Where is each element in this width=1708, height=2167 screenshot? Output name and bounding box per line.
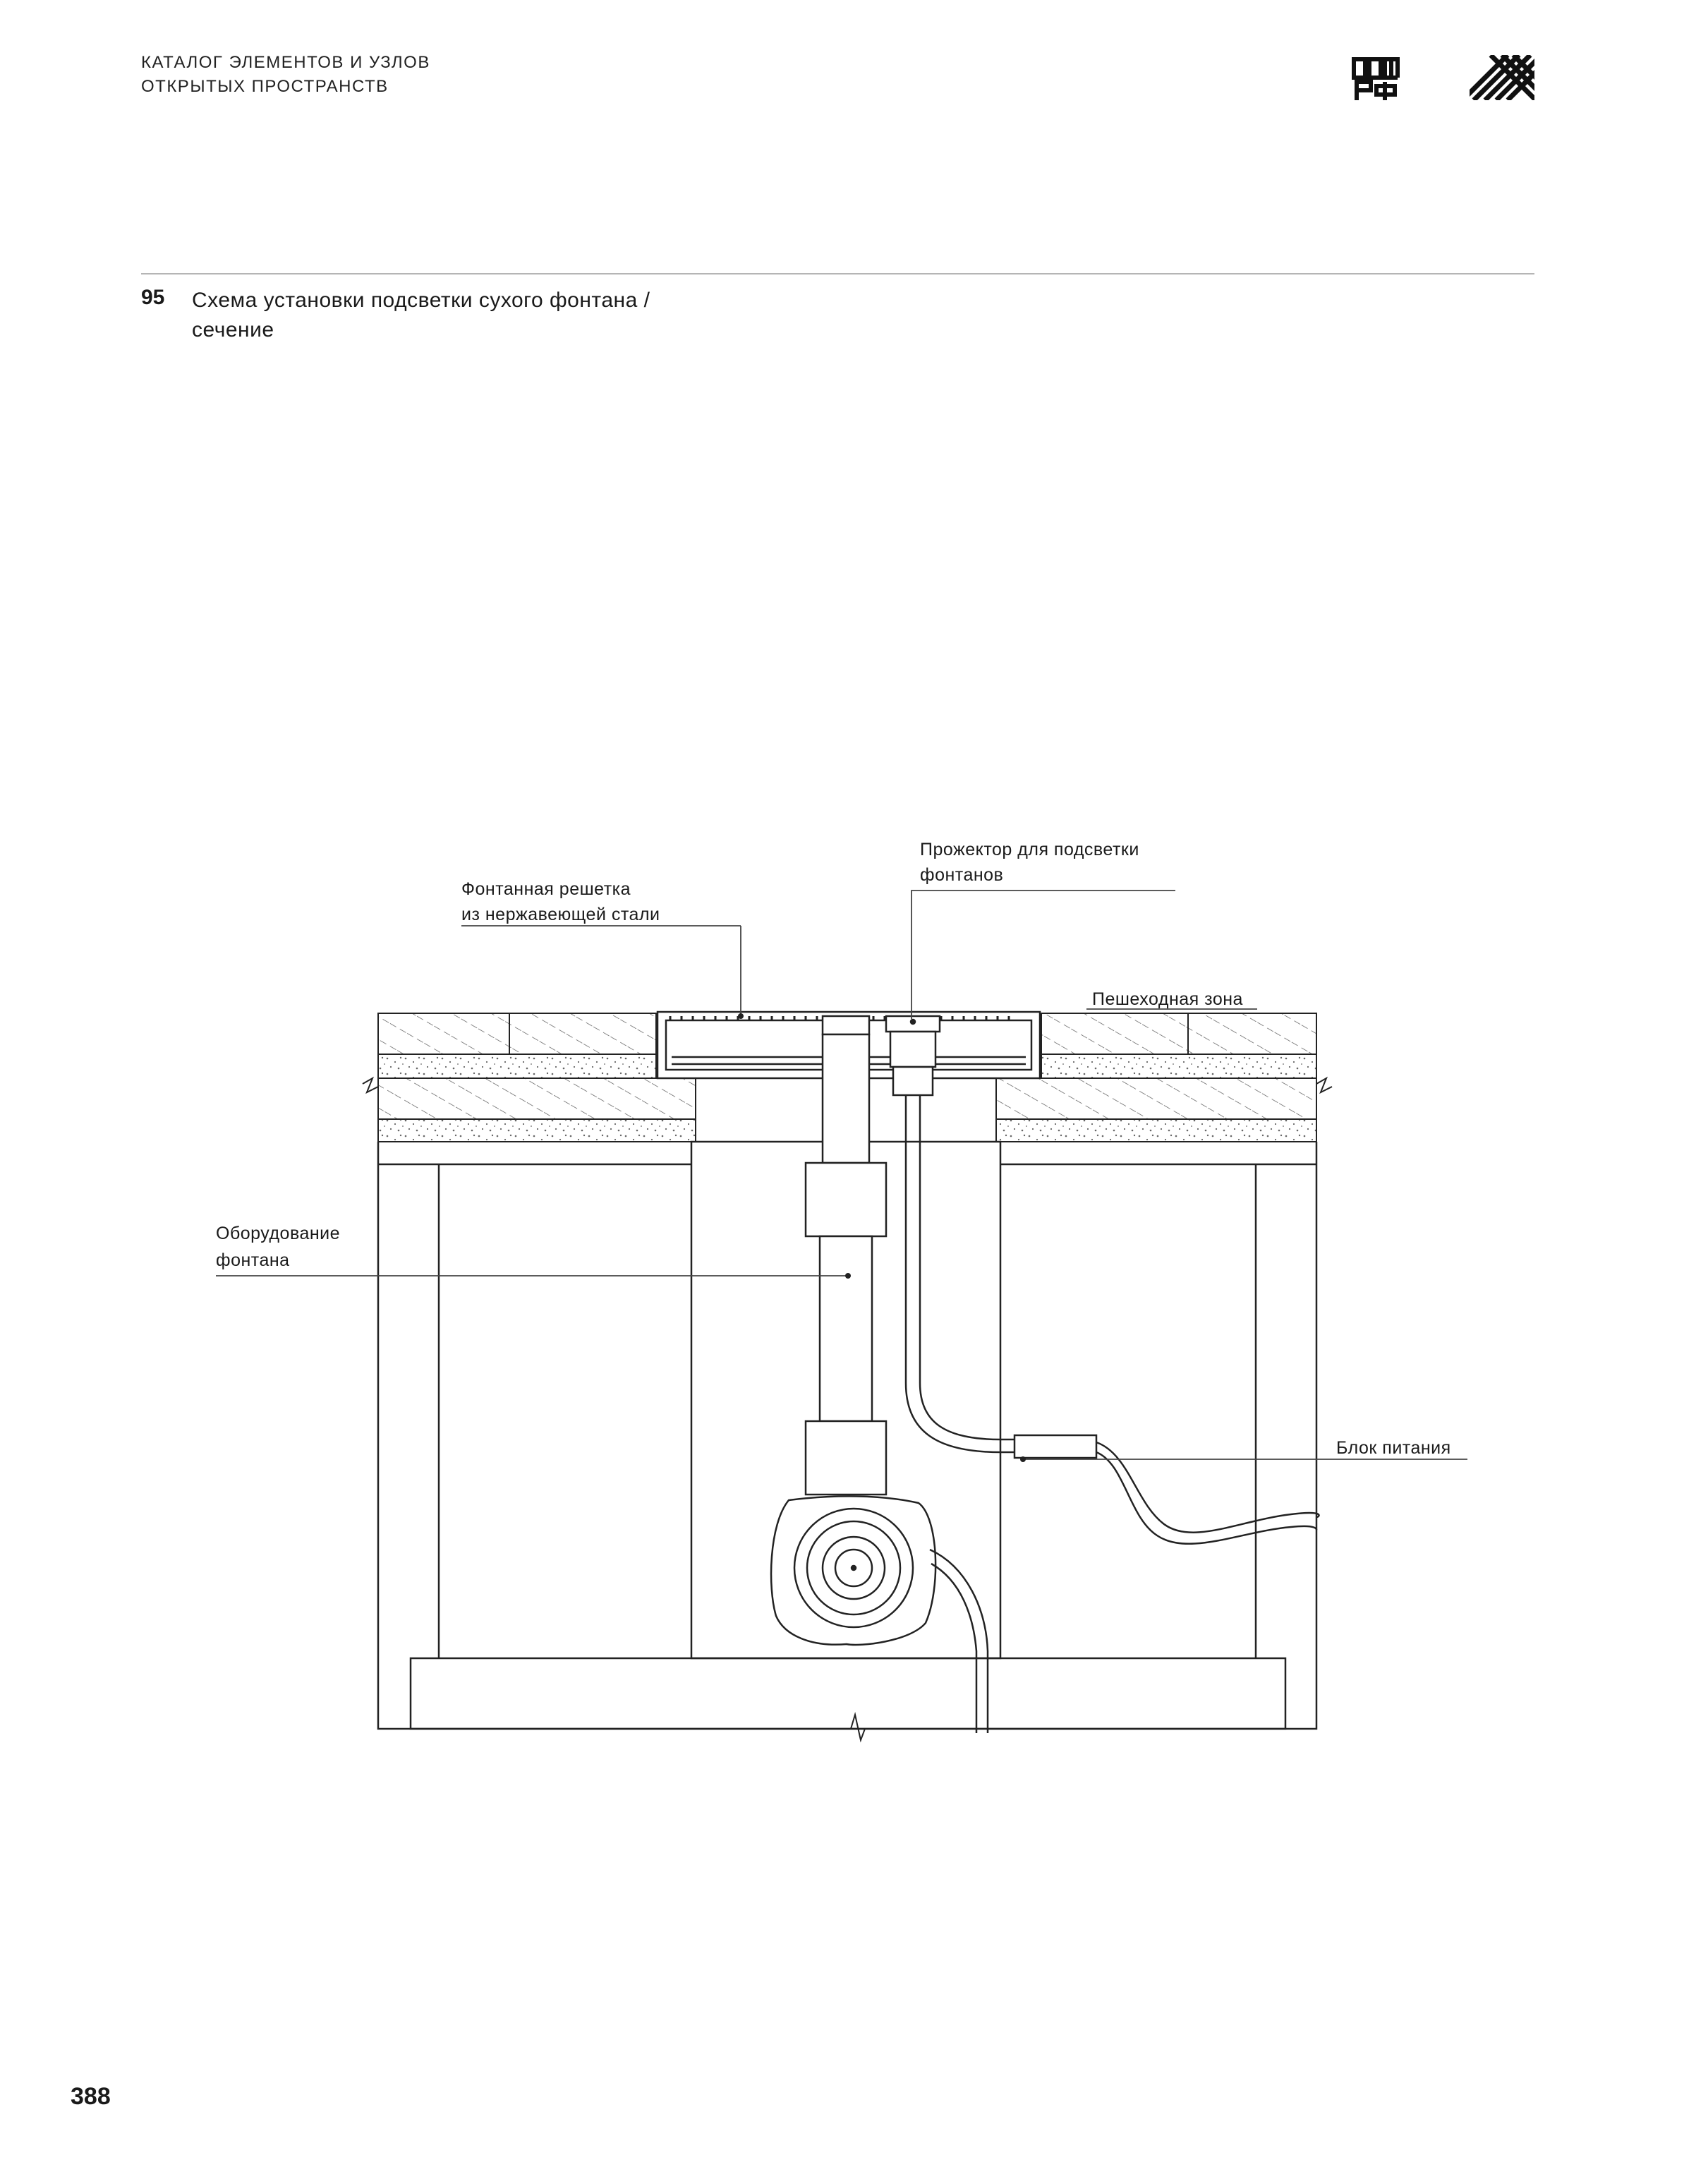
pavement-right: [995, 1013, 1333, 1142]
section-divider: [141, 273, 1534, 274]
label-pedestrian-zone: Пешеходная зона: [1092, 989, 1243, 1009]
grate-marker: [738, 1013, 744, 1019]
label-projector-line-2: фонтанов: [920, 865, 1003, 885]
catalog-header: КАТАЛОГ ЭЛЕМЕНТОВ И УЗЛОВ ОТКРЫТЫХ ПРОСТ…: [141, 51, 430, 99]
header-line-1: КАТАЛОГ ЭЛЕМЕНТОВ И УЗЛОВ: [141, 53, 430, 72]
leader-lines: [216, 890, 1467, 1460]
page-number: 388: [71, 2083, 111, 2110]
header-line-2: ОТКРЫТЫХ ПРОСТРАНСТВ: [141, 77, 389, 96]
pit-structure: [377, 1142, 1318, 1743]
figure-title-line-1: Схема установки подсветки сухого фонтана…: [192, 289, 650, 312]
pavement-left: [362, 1013, 696, 1142]
label-equipment-line-2: фонтана: [216, 1250, 290, 1270]
fountain-equipment: [770, 1015, 937, 1646]
label-grate-line-1: Фонтанная решетка: [461, 879, 631, 899]
label-projector-line-1: Прожектор для подсветки: [920, 840, 1139, 859]
cables: [904, 1095, 1320, 1733]
equipment-marker: [845, 1273, 851, 1279]
figure-number: 95: [141, 286, 165, 309]
dom-rf-logo: [1352, 57, 1400, 100]
figure-title-line-2: сечение: [192, 318, 274, 342]
figure-title: Схема установки подсветки сухого фонтана…: [192, 286, 650, 345]
diagonal-grid-logo: [1470, 55, 1534, 100]
label-grate-line-2: из нержавеющей стали: [461, 905, 660, 924]
label-power-unit: Блок питания: [1336, 1438, 1451, 1458]
light-projector: [885, 1015, 941, 1097]
power-marker: [1020, 1456, 1026, 1462]
label-equipment-line-1: Оборудование: [216, 1224, 340, 1243]
